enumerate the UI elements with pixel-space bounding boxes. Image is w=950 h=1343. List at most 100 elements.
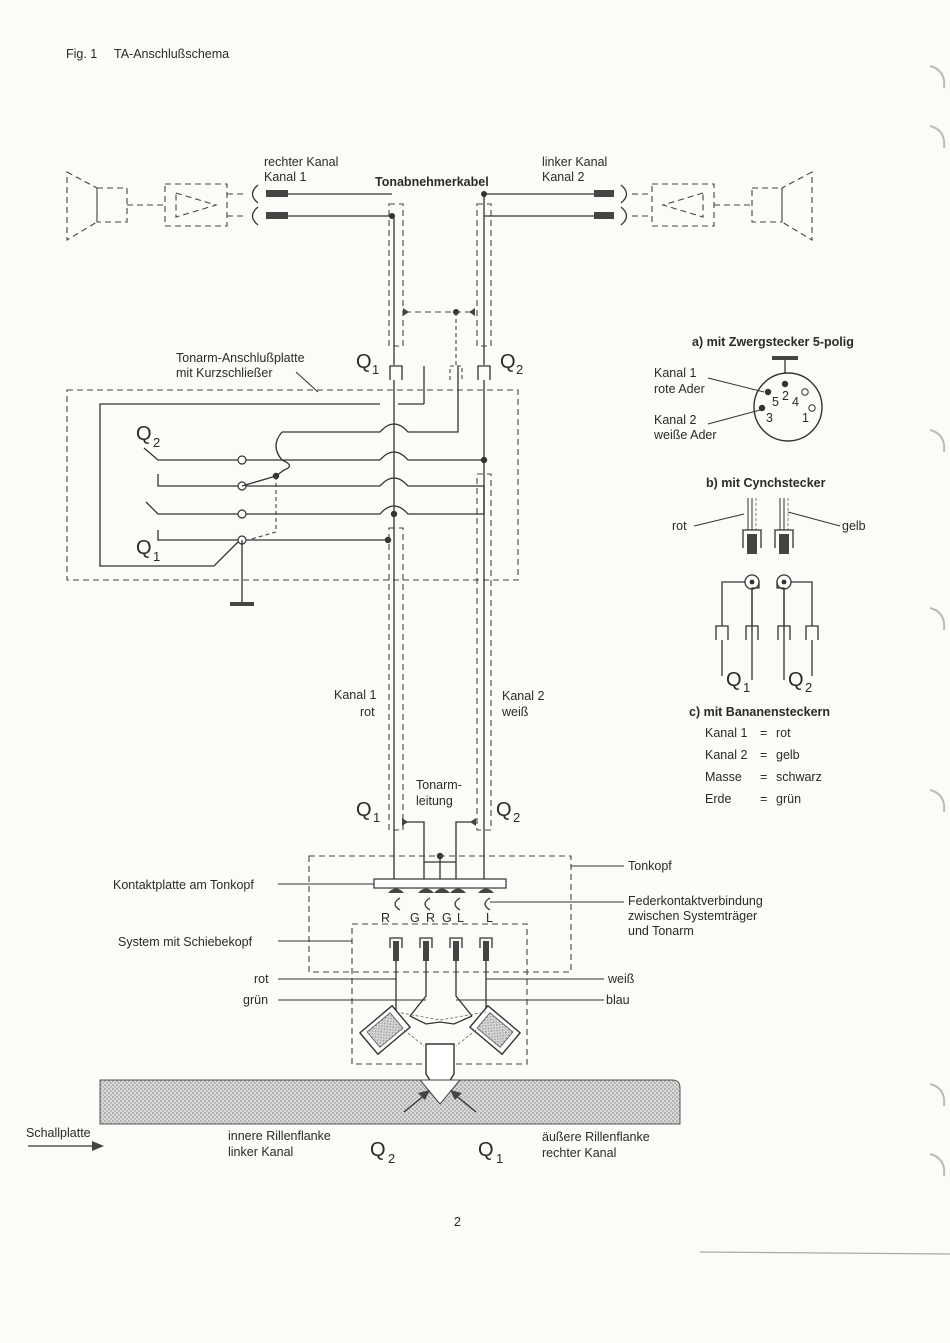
q2-record-sub: 2: [388, 1151, 395, 1166]
q1-arm-sub: 1: [373, 810, 380, 825]
shorting-switch: [143, 447, 277, 606]
pin-5: 5: [772, 395, 779, 409]
q1-legend-sub: 1: [743, 680, 750, 695]
pickup-coils: [358, 1004, 522, 1056]
spring-contact-line1: Federkontaktverbindung: [628, 894, 763, 908]
q2-top-sub: 2: [516, 362, 523, 377]
pin-r2: R: [426, 911, 435, 925]
legend-c-key: Kanal 1: [705, 726, 747, 740]
pin-4: 4: [792, 395, 799, 409]
q1-top: Q: [356, 351, 372, 373]
tonkopf-label: Tonkopf: [628, 859, 672, 873]
figure-title: TA-Anschlußschema: [114, 47, 229, 61]
pin-l1: L: [457, 911, 464, 925]
channel2-label-top: Kanal 2: [542, 170, 584, 184]
spring-contact-line2: zwischen Systemträger: [628, 909, 757, 923]
arm-channel1-color: rot: [360, 705, 375, 719]
legend-a-k1-color: rote Ader: [654, 382, 705, 396]
q1-record: Q: [478, 1139, 494, 1161]
arm-channel2-color: weiß: [501, 705, 529, 719]
legend-c-key: Masse: [705, 770, 742, 784]
right-speaker-amplifier: [620, 171, 813, 241]
arm-channel2: Kanal 2: [502, 689, 544, 703]
q2-arm: Q: [496, 799, 512, 821]
page-number: 2: [454, 1215, 461, 1229]
q2-arm-sub: 2: [513, 810, 520, 825]
q2-top: Q: [500, 351, 516, 373]
q2-legend: Q: [788, 669, 804, 691]
pin-r: R: [381, 911, 390, 925]
legend-c-eq: =: [760, 770, 767, 784]
plate-label-line1: Tonarm-Anschlußplatte: [176, 351, 305, 365]
pin-g2: G: [442, 911, 452, 925]
record-surface: [99, 1079, 681, 1125]
legend-c-val: grün: [776, 792, 801, 806]
q1-plate: Q: [136, 537, 152, 559]
figure-number: Fig. 1: [66, 47, 97, 61]
tonearm-cable-top: [388, 194, 492, 366]
legend-c-key: Kanal 2: [705, 748, 747, 762]
banana-plug-icon: [715, 574, 819, 680]
wire-gruen: grün: [243, 993, 268, 1007]
channel1-label-top: Kanal 1: [264, 170, 306, 184]
wire-rot: rot: [254, 972, 269, 986]
q1-legend: Q: [726, 669, 742, 691]
q2-plate: Q: [136, 423, 152, 445]
wire-weiss: weiß: [607, 972, 635, 986]
wire-blau: blau: [606, 993, 630, 1007]
tonearm-lead-line1: Tonarm-: [416, 778, 462, 792]
legend-a-k2-color: weiße Ader: [653, 428, 717, 442]
q1-arm: Q: [356, 799, 372, 821]
q2-plate-sub: 2: [153, 435, 160, 450]
system-pins: [389, 937, 493, 961]
binder-marks: [699, 65, 950, 1255]
legend-c-eq: =: [760, 726, 767, 740]
spring-contact-line3: und Tonarm: [628, 924, 694, 938]
legend-c-eq: =: [760, 748, 767, 762]
contact-plate-label: Kontaktplatte am Tonkopf: [113, 878, 254, 892]
legend-b-gelb: gelb: [842, 519, 866, 533]
q2-record: Q: [370, 1139, 386, 1161]
inner-groove-line2: linker Kanal: [228, 1145, 293, 1159]
left-channel-label: linker Kanal: [542, 155, 607, 169]
legend-a-title: a) mit Zwergstecker 5-polig: [692, 335, 854, 349]
pin-g1: G: [410, 911, 420, 925]
left-speaker-amplifier: [66, 171, 259, 241]
din-plug-icon: [753, 356, 823, 442]
pin-l2: L: [486, 911, 493, 925]
pin-1: 1: [802, 411, 809, 425]
legend-a-k2: Kanal 2: [654, 413, 696, 427]
connection-plate-box: [66, 389, 519, 581]
right-channel-label: rechter Kanal: [264, 155, 338, 169]
inner-groove-line1: innere Rillenflanke: [228, 1129, 331, 1143]
record-label: Schallplatte: [26, 1126, 91, 1140]
legend-b-title: b) mit Cynchstecker: [706, 476, 826, 490]
q2-legend-sub: 2: [805, 680, 812, 695]
legend-c-title: c) mit Bananensteckern: [689, 705, 830, 719]
legend-c-val: schwarz: [776, 770, 822, 784]
legend-a-k1: Kanal 1: [654, 366, 696, 380]
tonkopf-box: [308, 855, 572, 973]
tonearm-lead-line2: leitung: [416, 794, 453, 808]
cinch-plug-icon: [742, 498, 794, 554]
q1-top-sub: 1: [372, 362, 379, 377]
q1-plate-sub: 1: [153, 549, 160, 564]
pin-3: 3: [766, 411, 773, 425]
outer-groove-line2: rechter Kanal: [542, 1146, 616, 1160]
system-label: System mit Schiebekopf: [118, 935, 253, 949]
arm-channel1: Kanal 1: [334, 688, 376, 702]
legend-c-key: Erde: [705, 792, 731, 806]
plate-wiring: [244, 366, 485, 541]
contact-plate: [373, 878, 507, 889]
pin-2: 2: [782, 389, 789, 403]
cable-title: Tonabnehmerkabel: [375, 175, 489, 189]
legend-c-val: rot: [776, 726, 791, 740]
plate-label-line2: mit Kurzschließer: [176, 366, 273, 380]
legend-c-eq: =: [760, 792, 767, 806]
legend-b-rot: rot: [672, 519, 687, 533]
legend-c-val: gelb: [776, 748, 800, 762]
legend-c-table: Kanal 1 = rot Kanal 2 = gelb Masse = sch…: [705, 726, 822, 806]
outer-groove-line1: äußere Rillenflanke: [542, 1130, 650, 1144]
